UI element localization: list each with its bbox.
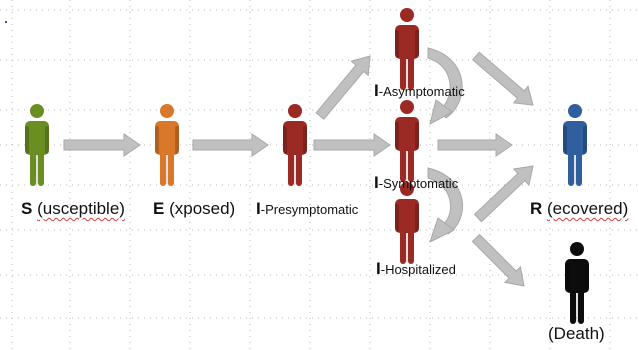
person-susceptible-icon <box>25 104 49 186</box>
arrow-ia-to-is-curved-icon <box>427 47 463 125</box>
person-exposed-icon <box>155 104 179 186</box>
label-exposed: E (xposed) <box>153 200 235 217</box>
label-hospitalized-text: -Hospitalized <box>380 262 456 277</box>
person-hospitalized-icon <box>395 182 419 264</box>
label-presymptomatic-text: -Presymptomatic <box>260 202 359 217</box>
label-death: (Death) <box>548 325 605 342</box>
label-symptomatic: I-Symptomatic <box>374 174 458 192</box>
label-symptomatic-text: -Symptomatic <box>378 176 459 191</box>
arrow-s-to-e-icon <box>63 133 141 157</box>
person-death-icon <box>565 242 589 324</box>
label-symptomatic-letter: I <box>374 173 379 192</box>
arrow-ih-to-r-icon <box>473 165 534 223</box>
label-asymptomatic-text: -Asymptomatic <box>378 84 465 99</box>
person-asymptomatic-icon <box>395 8 419 90</box>
label-asymptomatic-letter: I <box>374 81 379 100</box>
people-layer <box>25 8 589 324</box>
label-recovered-text: (ecovered) <box>547 199 629 218</box>
arrow-ip-to-is-icon <box>313 133 391 157</box>
label-asymptomatic: I-Asymptomatic <box>374 82 465 100</box>
label-susceptible: S (usceptible) <box>21 200 125 217</box>
person-recovered-icon <box>563 104 587 186</box>
arrow-ih-to-death-icon <box>471 233 525 287</box>
label-exposed-text: (xposed) <box>169 199 236 218</box>
label-susceptible-text: (usceptible) <box>37 199 125 218</box>
label-presymptomatic: I-Presymptomatic <box>256 200 358 218</box>
arrow-is-to-r-icon <box>437 133 513 157</box>
label-recovered: R (ecovered) <box>530 200 628 217</box>
corner-dot <box>5 21 7 23</box>
label-death-text: (Death) <box>548 324 605 343</box>
label-exposed-letter: E <box>153 199 165 218</box>
arrow-is-to-ih-curved-icon <box>427 167 463 243</box>
person-presymptomatic-icon <box>283 104 307 186</box>
label-presymptomatic-letter: I <box>256 199 261 218</box>
arrow-e-to-ip-icon <box>192 133 269 157</box>
arrow-ip-to-ia-icon <box>315 55 371 120</box>
label-susceptible-letter: S <box>21 199 33 218</box>
label-recovered-letter: R <box>530 199 543 218</box>
label-hospitalized-letter: I <box>376 259 381 278</box>
person-symptomatic-icon <box>395 100 419 182</box>
label-hospitalized: I-Hospitalized <box>376 260 456 278</box>
arrow-ia-to-r-icon <box>472 51 534 106</box>
arrows-layer <box>63 47 534 287</box>
